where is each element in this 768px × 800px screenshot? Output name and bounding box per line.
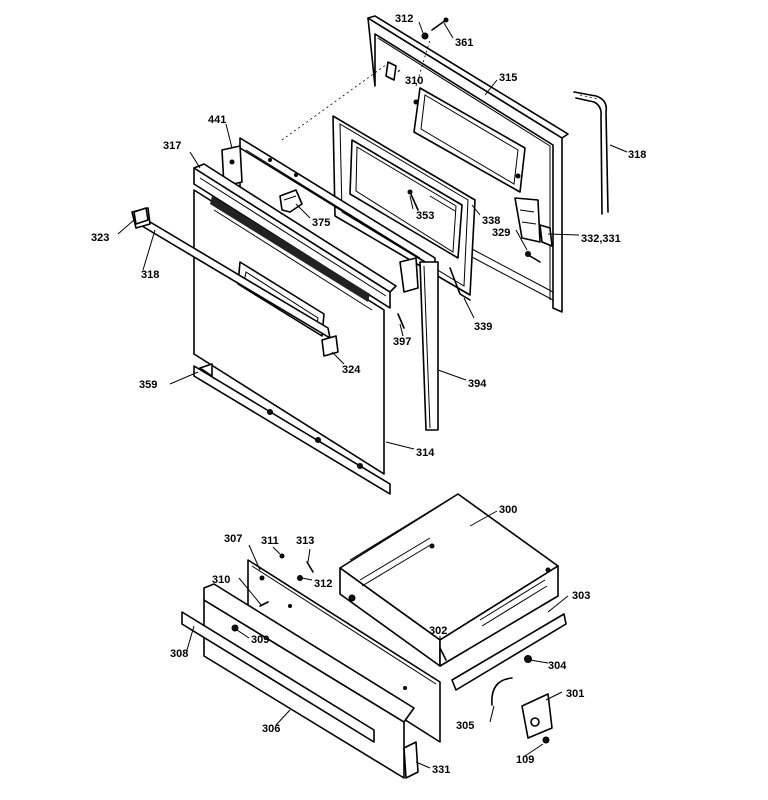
clip-310-top <box>385 61 397 81</box>
label-324: 324 <box>342 364 361 376</box>
door-hinge-332-331 <box>514 197 553 247</box>
label-302: 302 <box>429 625 447 637</box>
door-gasket-318-right <box>573 91 609 215</box>
label-359: 359 <box>139 379 157 391</box>
screw-353 <box>407 189 419 211</box>
label-441: 441 <box>208 114 226 126</box>
label-306: 306 <box>262 723 280 735</box>
label-315: 315 <box>499 72 517 84</box>
label-307: 307 <box>224 533 242 545</box>
label-331-bottom: 331 <box>432 764 450 776</box>
door-window-pack-338 <box>332 115 476 296</box>
drawer-handle-308 <box>181 611 375 743</box>
label-312-bottom: 312 <box>314 578 332 590</box>
label-310-bottom: 310 <box>212 574 230 586</box>
label-323: 323 <box>91 232 109 244</box>
label-309: 309 <box>251 634 269 646</box>
part-labels: 312 361 310 315 318 441 317 375 353 338 … <box>91 13 646 776</box>
label-375: 375 <box>312 217 330 229</box>
label-305: 305 <box>456 720 474 732</box>
hardware-309-313 <box>231 553 314 632</box>
label-338: 338 <box>482 215 500 227</box>
bracket-375 <box>279 189 303 213</box>
label-308: 308 <box>170 648 188 660</box>
leader-lines <box>117 21 628 769</box>
label-353: 353 <box>416 210 434 222</box>
label-397: 397 <box>393 336 411 348</box>
label-312-top: 312 <box>395 13 413 25</box>
label-313: 313 <box>296 535 314 547</box>
label-339: 339 <box>474 321 492 333</box>
spring-305 <box>491 677 513 706</box>
screw-397 <box>397 313 405 329</box>
end-cap-323 <box>133 207 149 225</box>
assembly-lines-door <box>281 39 431 141</box>
label-310-top: 310 <box>405 75 423 87</box>
door-panel-339 <box>449 267 471 301</box>
nut-304 <box>524 655 532 663</box>
vent-trim-317 <box>193 163 397 309</box>
screw-302 <box>439 647 447 661</box>
label-317: 317 <box>163 140 181 152</box>
end-cap-324 <box>321 335 339 357</box>
label-301: 301 <box>566 688 584 700</box>
door-inner-liner-315 <box>367 15 569 313</box>
label-332-331: 332,331 <box>581 233 621 245</box>
screw-329 <box>525 251 541 263</box>
hardware-312-361 <box>421 17 449 40</box>
label-304: 304 <box>548 660 567 672</box>
bracket-301 <box>521 693 553 739</box>
bottom-trim-359 <box>193 363 391 495</box>
label-361: 361 <box>455 37 473 49</box>
label-311: 311 <box>261 535 279 547</box>
label-303: 303 <box>572 590 590 602</box>
label-318-right: 318 <box>628 149 646 161</box>
label-329: 329 <box>492 227 510 239</box>
label-300: 300 <box>499 504 517 516</box>
screw-109 <box>542 736 550 744</box>
drawer-body-300 <box>339 493 559 667</box>
label-109: 109 <box>516 754 534 766</box>
label-318-left: 318 <box>141 269 159 281</box>
door-side-rail-394 <box>399 257 439 431</box>
bracket-331-bottom <box>403 741 419 779</box>
label-394: 394 <box>468 378 487 390</box>
drawer-rail-303 <box>451 613 567 691</box>
label-314: 314 <box>416 447 435 459</box>
